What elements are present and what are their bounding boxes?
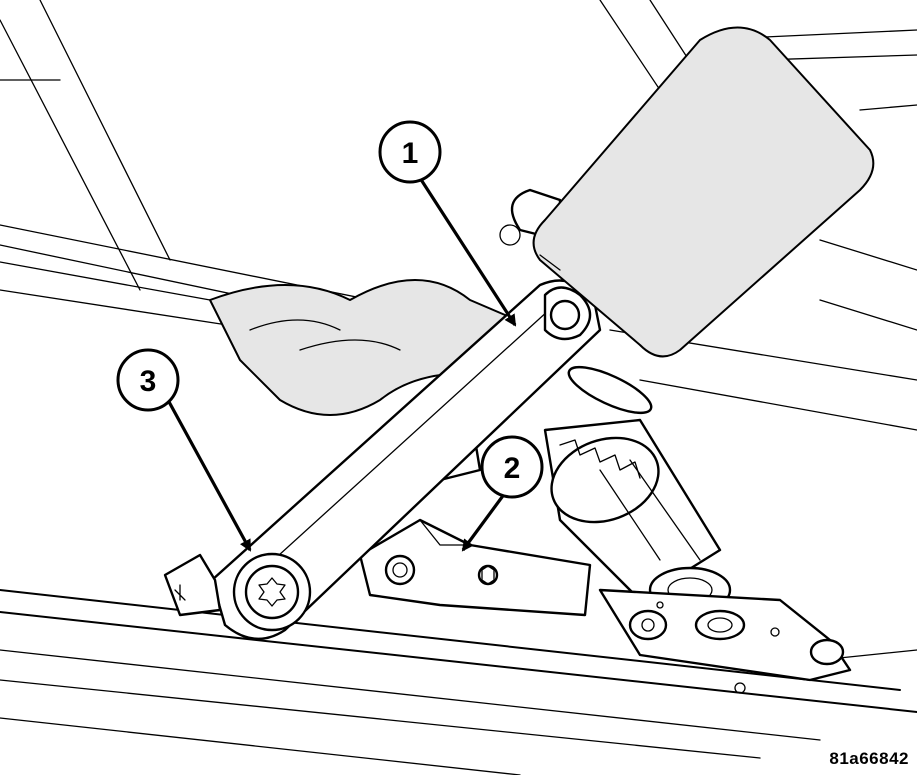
callout-1-label: 1 bbox=[402, 137, 419, 170]
callout-1-arrow bbox=[418, 177, 517, 327]
callout-1: 1 bbox=[378, 120, 442, 184]
callout-2-arrow bbox=[461, 492, 507, 552]
figure-id: 81a66842 bbox=[829, 749, 909, 768]
callout-arrows bbox=[166, 177, 517, 552]
pedal-pad bbox=[532, 26, 875, 358]
part-3-pivot-bolt bbox=[163, 552, 312, 632]
callout-3-arrow bbox=[166, 399, 252, 552]
callout-2-label: 2 bbox=[504, 452, 521, 485]
floor-bracket-right bbox=[598, 588, 852, 682]
callout-3: 3 bbox=[116, 348, 180, 412]
callout-2: 2 bbox=[480, 435, 544, 499]
part-2-bracket bbox=[358, 518, 592, 617]
part-1-arm bbox=[210, 279, 602, 641]
callout-3-label: 3 bbox=[140, 365, 157, 398]
